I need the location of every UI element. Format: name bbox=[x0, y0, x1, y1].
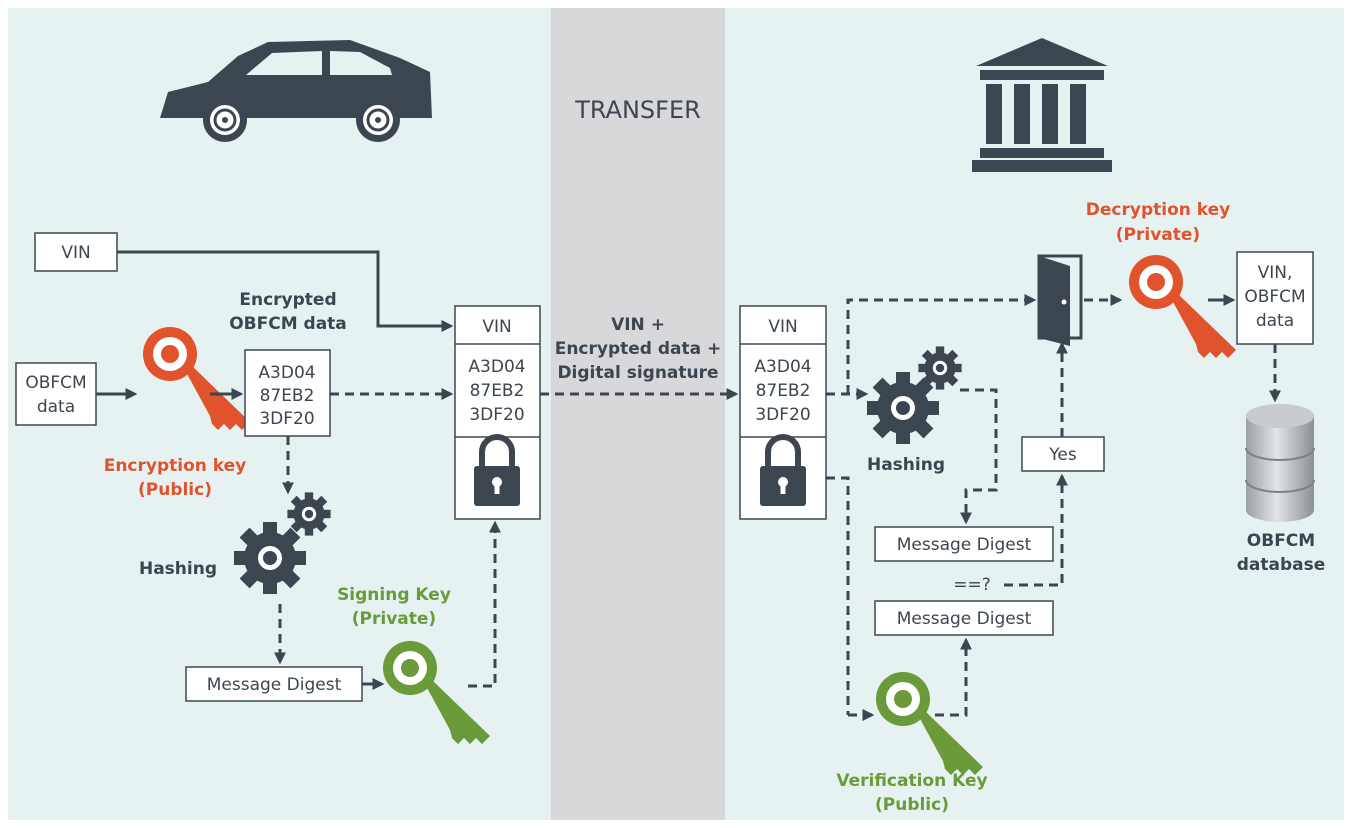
sender-message-digest-label: Message Digest bbox=[207, 675, 342, 695]
door-icon bbox=[1037, 254, 1083, 346]
compare-label: ==? bbox=[953, 575, 991, 595]
output-box bbox=[1236, 251, 1314, 345]
transfer-caption-3: Digital signature bbox=[557, 363, 718, 383]
database-label-1: OBFCM bbox=[1247, 531, 1315, 551]
receiver-package-line-2: 87EB2 bbox=[756, 381, 811, 401]
encryption-key-label-1: Encryption key bbox=[104, 456, 247, 476]
encrypted-caption-2: OBFCM data bbox=[229, 314, 347, 334]
receiver-package-line-1: A3D04 bbox=[754, 357, 811, 377]
decryption-key-label-2: (Private) bbox=[1116, 225, 1200, 245]
receiver-hashing-gear-small-icon bbox=[918, 346, 962, 390]
database-icon bbox=[1245, 404, 1315, 522]
receiver-message-digest-2-label: Message Digest bbox=[897, 609, 1032, 629]
sender-package-line-1: A3D04 bbox=[468, 357, 525, 377]
obfcm-data-line-2: data bbox=[37, 397, 75, 417]
decryption-key-label-1: Decryption key bbox=[1086, 200, 1230, 220]
receiver-hashing-label: Hashing bbox=[867, 455, 945, 475]
car-icon bbox=[160, 40, 432, 142]
sender-package-line-2: 87EB2 bbox=[470, 381, 525, 401]
output-line-2: OBFCM bbox=[1244, 287, 1305, 307]
obfcm-data-box bbox=[15, 362, 97, 426]
output-line-1: VIN, bbox=[1258, 263, 1293, 283]
yes-label: Yes bbox=[1048, 445, 1077, 465]
verification-key-label-2: (Public) bbox=[875, 795, 949, 815]
transfer-caption-2: Encrypted data + bbox=[555, 339, 722, 359]
receiver-message-digest-2-box bbox=[874, 600, 1054, 636]
encrypted-data-box bbox=[244, 349, 331, 437]
encrypted-data-line-1: A3D04 bbox=[258, 363, 315, 383]
sender-hashing-label: Hashing bbox=[139, 559, 217, 579]
receiver-package-vin: VIN bbox=[768, 317, 797, 337]
vin-box-label: VIN bbox=[61, 243, 90, 263]
receiver-message-digest-1-label: Message Digest bbox=[897, 535, 1032, 555]
bank-icon bbox=[972, 38, 1112, 172]
verification-key-label-1: Verification Key bbox=[836, 771, 987, 791]
sender-package-line-3: 3DF20 bbox=[469, 405, 524, 425]
sender-message-digest-box bbox=[185, 666, 363, 702]
receiver-package-line-3: 3DF20 bbox=[755, 405, 810, 425]
receiver-message-digest-1-box bbox=[874, 526, 1054, 562]
encrypted-caption-1: Encrypted bbox=[239, 290, 336, 310]
hashing-gear-small-icon bbox=[287, 492, 331, 536]
obfcm-data-line-1: OBFCM bbox=[25, 373, 86, 393]
output-line-3: data bbox=[1256, 311, 1294, 331]
transfer-caption-1: VIN + bbox=[611, 315, 665, 335]
yes-box bbox=[1021, 436, 1105, 472]
signing-key-label-2: (Private) bbox=[352, 609, 436, 629]
encrypted-data-line-3: 3DF20 bbox=[259, 409, 314, 429]
sender-package-vin: VIN bbox=[482, 317, 511, 337]
database-label-2: database bbox=[1237, 555, 1326, 575]
signing-key-label-1: Signing Key bbox=[337, 585, 451, 605]
hashing-gear-icon bbox=[234, 522, 306, 594]
encryption-key-label-2: (Public) bbox=[138, 480, 212, 500]
connectors bbox=[96, 250, 1281, 721]
encrypted-data-line-2: 87EB2 bbox=[260, 386, 315, 406]
transfer-band bbox=[551, 8, 725, 820]
sender-package bbox=[454, 305, 541, 520]
transfer-label: TRANSFER bbox=[574, 96, 701, 124]
vin-box bbox=[34, 232, 118, 272]
